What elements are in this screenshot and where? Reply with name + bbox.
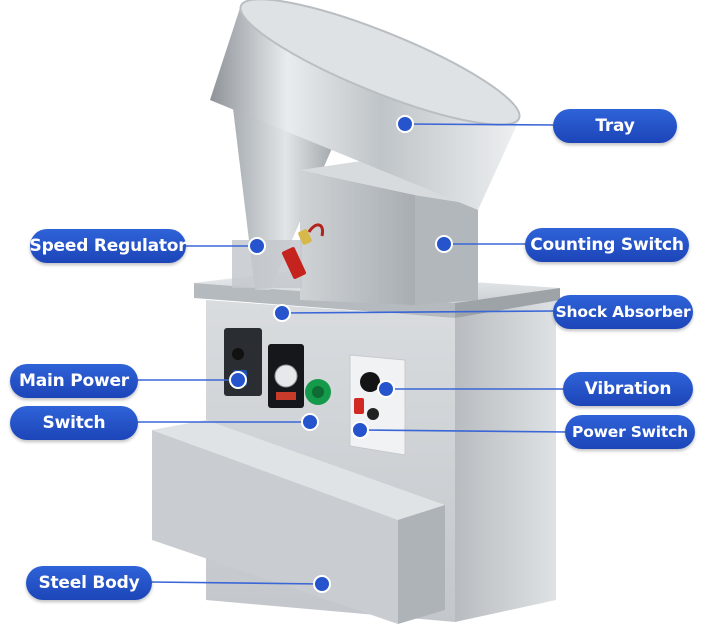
marker-counting-switch [435, 235, 453, 253]
cabinet-top-edge-side [455, 288, 560, 318]
label-counting-switch: Counting Switch [525, 228, 689, 262]
marker-steel-body [313, 575, 331, 593]
cabinet-side [455, 298, 556, 622]
drawer-top [152, 420, 445, 520]
power-rocker [354, 398, 364, 414]
marker-main-power [229, 371, 247, 389]
marker-switch [301, 413, 319, 431]
marker-power-switch [351, 421, 369, 439]
sensor-cable [307, 223, 325, 237]
label-speed-regulator: Speed Regulator [30, 229, 187, 263]
label-tray: Tray [553, 109, 677, 143]
marker-speed-regulator [248, 237, 266, 255]
drawer-side [398, 505, 445, 624]
leader-tray [404, 123, 557, 126]
drawer-front [152, 430, 398, 624]
leader-shock-absorber [281, 310, 556, 314]
label-switch: Switch [10, 406, 138, 440]
leader-steel-body [149, 581, 323, 585]
label-shock-absorber: Shock Absorber [553, 295, 693, 329]
speed-dial [274, 364, 298, 388]
label-vibration: Vibration [563, 372, 693, 406]
tray-body [210, 8, 520, 210]
power-knob-small [367, 408, 379, 420]
marker-dots [229, 115, 453, 593]
tray-rim [239, 0, 521, 126]
counting-box-top [300, 160, 478, 205]
leader-power-switch [359, 429, 569, 433]
marker-shock-absorber [273, 304, 291, 322]
sensor-body [281, 247, 307, 279]
green-button-center [312, 386, 324, 398]
panel-knob-small [232, 348, 244, 360]
label-main-power: Main Power [10, 364, 138, 398]
label-power-switch: Power Switch [565, 415, 695, 449]
sensor-cap [298, 229, 312, 245]
speed-window [276, 392, 296, 400]
counting-box [300, 170, 415, 305]
marker-vibration [377, 380, 395, 398]
label-steel-body: Steel Body [26, 566, 152, 600]
marker-tray [396, 115, 414, 133]
vibration-knob [360, 372, 380, 392]
leader-lines [134, 123, 569, 585]
